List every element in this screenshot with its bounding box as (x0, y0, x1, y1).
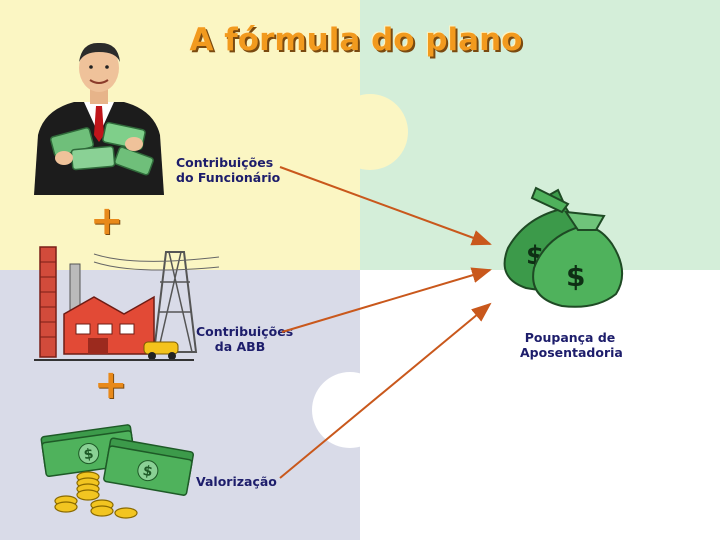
page-title: A fórmula do plano (189, 22, 523, 58)
money-bags-icon: $ $ (503, 186, 623, 308)
employee-contributions-line-1: Contribuições (176, 155, 274, 170)
company-contributions-label: Contribuições da ABB (196, 324, 294, 354)
arrow-company-to-savings (281, 267, 492, 333)
plus-sign-2: + (94, 362, 128, 408)
arrow-growth-to-savings (279, 302, 492, 479)
retirement-savings-line-1: Poupança de (524, 330, 616, 345)
plus-sign-1: + (90, 198, 124, 244)
growth-label: Valorização (196, 474, 277, 489)
company-contributions-line-1: Contribuições (196, 324, 294, 339)
businessman-with-money-icon (34, 42, 164, 195)
employee-contributions-label: Contribuições do Funcionário (176, 155, 280, 185)
svg-text:$: $ (141, 463, 153, 480)
factory-icon (34, 246, 220, 361)
svg-text:$: $ (83, 446, 95, 463)
company-contributions-line-2: da ABB (214, 339, 266, 354)
retirement-savings-label: Poupança de Aposentadoria (520, 330, 623, 360)
puzzle-tab-white (312, 372, 388, 448)
arrow-employee-to-savings (279, 166, 492, 246)
cash-and-coins-icon: $ $ (40, 424, 195, 519)
retirement-savings-line-2: Aposentadoria (520, 345, 623, 360)
employee-contributions-line-2: do Funcionário (176, 170, 281, 185)
puzzle-tab-yellow (332, 94, 408, 170)
white-quadrant (360, 270, 720, 540)
svg-text:$: $ (566, 260, 585, 293)
